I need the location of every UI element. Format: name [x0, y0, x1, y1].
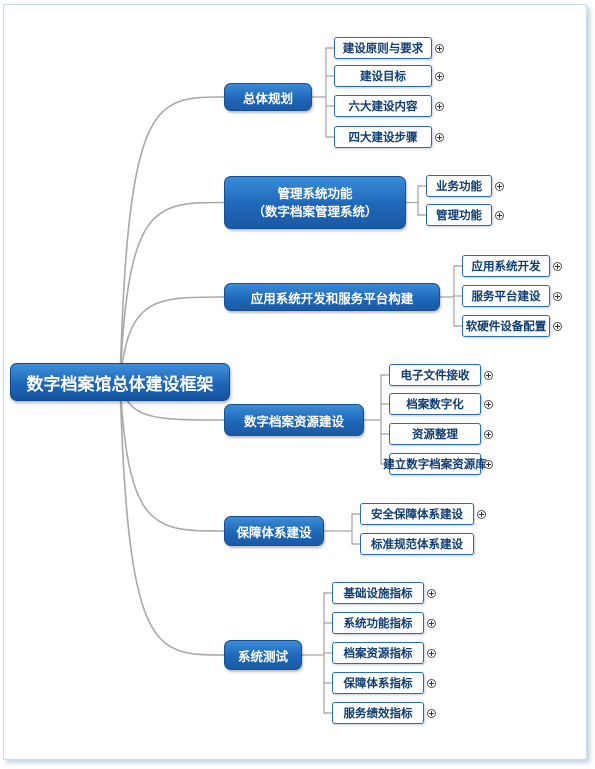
branch-label: 数字档案资源建设 — [243, 413, 344, 429]
expand-plus-icon[interactable] — [477, 509, 486, 519]
branch-node-2[interactable]: 管理系统功能 （数字档案管理系统） — [224, 176, 406, 229]
leaf-node[interactable]: 应用系统开发 — [462, 255, 550, 277]
connector-root-to-branch-1 — [119, 96, 225, 383]
leaf-label: 资源整理 — [412, 427, 458, 441]
root-label: 数字档案馆总体建设框架 — [26, 374, 214, 395]
leaf-node[interactable]: 建设目标 — [334, 65, 432, 87]
branch-label: 管理系统功能 — [277, 185, 353, 201]
expand-plus-icon[interactable] — [495, 181, 504, 191]
connector-root-to-branch-5 — [119, 381, 225, 532]
expand-plus-icon[interactable] — [435, 43, 444, 53]
leaf-label: 建设目标 — [360, 69, 406, 83]
connector-bracket-2 — [417, 185, 422, 216]
leaf-label: 安全保障体系建设 — [371, 507, 463, 521]
branch-node-4[interactable]: 数字档案资源建设 — [224, 404, 364, 436]
leaf-node[interactable]: 软硬件设备配置 — [462, 315, 550, 337]
leaf-label: 档案资源指标 — [343, 646, 413, 660]
connector-root-to-branch-6 — [119, 381, 225, 656]
expand-plus-icon[interactable] — [427, 618, 436, 628]
branch-node-3[interactable]: 应用系统开发和服务平台构建 — [224, 283, 440, 311]
leaf-label: 建设原则与要求 — [342, 41, 424, 55]
connector-bracket-4 — [380, 374, 385, 465]
branch-label: 保障体系建设 — [236, 524, 312, 540]
leaf-node[interactable]: 保障体系指标 — [332, 672, 424, 694]
leaf-label: 业务功能 — [436, 179, 482, 193]
leaf-label: 档案数字化 — [406, 397, 464, 411]
leaf-node[interactable]: 业务功能 — [426, 175, 492, 197]
expand-plus-icon[interactable] — [484, 429, 493, 439]
leaf-node[interactable]: 服务平台建设 — [462, 285, 550, 307]
leaf-label: 服务平台建设 — [471, 289, 541, 303]
expand-plus-icon[interactable] — [427, 708, 436, 718]
branch-node-5[interactable]: 保障体系建设 — [224, 516, 324, 546]
leaf-node[interactable]: 建设原则与要求 — [334, 37, 432, 59]
expand-plus-icon[interactable] — [495, 210, 504, 220]
expand-plus-icon[interactable] — [427, 648, 436, 658]
expand-plus-icon[interactable] — [484, 399, 493, 409]
expand-plus-icon[interactable] — [427, 588, 436, 598]
leaf-label: 基础设施指标 — [343, 586, 413, 600]
branch-label: 应用系统开发和服务平台构建 — [250, 290, 414, 306]
leaf-node[interactable]: 六大建设内容 — [334, 95, 432, 117]
connector-root-to-branch-2 — [119, 201, 225, 383]
expand-plus-icon[interactable] — [484, 370, 493, 380]
connector-bracket-5 — [351, 513, 356, 545]
expand-plus-icon[interactable] — [435, 101, 444, 111]
expand-plus-icon[interactable] — [484, 459, 493, 469]
leaf-label: 系统功能指标 — [343, 616, 413, 630]
leaf-node[interactable]: 管理功能 — [426, 204, 492, 226]
leaf-node[interactable]: 建立数字档案资源库 — [383, 453, 487, 475]
expand-plus-icon[interactable] — [553, 261, 562, 271]
leaf-label: 六大建设内容 — [348, 99, 418, 113]
leaf-label: 服务绩效指标 — [343, 706, 413, 720]
leaf-node[interactable]: 四大建设步骤 — [334, 126, 432, 148]
leaf-node[interactable]: 资源整理 — [389, 423, 481, 445]
leaf-node[interactable]: 基础设施指标 — [332, 582, 424, 604]
leaf-label: 电子文件接收 — [400, 368, 470, 382]
expand-plus-icon[interactable] — [553, 321, 562, 331]
leaf-label: 应用系统开发 — [471, 259, 541, 273]
connector-bracket-1 — [325, 47, 330, 138]
branch-label: 系统测试 — [237, 648, 288, 664]
leaf-node[interactable]: 系统功能指标 — [332, 612, 424, 634]
branch-node-6[interactable]: 系统测试 — [224, 640, 302, 670]
expand-plus-icon[interactable] — [435, 71, 444, 81]
leaf-node[interactable]: 档案数字化 — [389, 393, 481, 415]
leaf-label: 标准规范体系建设 — [371, 537, 463, 551]
leaf-node[interactable]: 电子文件接收 — [389, 364, 481, 386]
leaf-node[interactable]: 安全保障体系建设 — [360, 503, 474, 525]
leaf-label: 保障体系指标 — [343, 676, 413, 690]
connector-root-to-branch-3 — [119, 296, 225, 383]
expand-plus-icon[interactable] — [427, 678, 436, 688]
expand-plus-icon[interactable] — [435, 132, 444, 142]
leaf-label: 四大建设步骤 — [348, 130, 418, 144]
leaf-label: 管理功能 — [436, 208, 482, 222]
branch-label: 总体规划 — [242, 90, 293, 106]
branch-label: （数字档案管理系统） — [252, 203, 378, 219]
leaf-node[interactable]: 档案资源指标 — [332, 642, 424, 664]
branch-node-1[interactable]: 总体规划 — [224, 83, 312, 111]
leaf-node[interactable]: 标准规范体系建设 — [360, 533, 474, 555]
root-node[interactable]: 数字档案馆总体建设框架 — [10, 363, 230, 401]
leaf-label: 软硬件设备配置 — [465, 319, 547, 333]
leaf-label: 建立数字档案资源库 — [383, 457, 487, 471]
expand-plus-icon[interactable] — [553, 291, 562, 301]
leaf-node[interactable]: 服务绩效指标 — [332, 702, 424, 724]
